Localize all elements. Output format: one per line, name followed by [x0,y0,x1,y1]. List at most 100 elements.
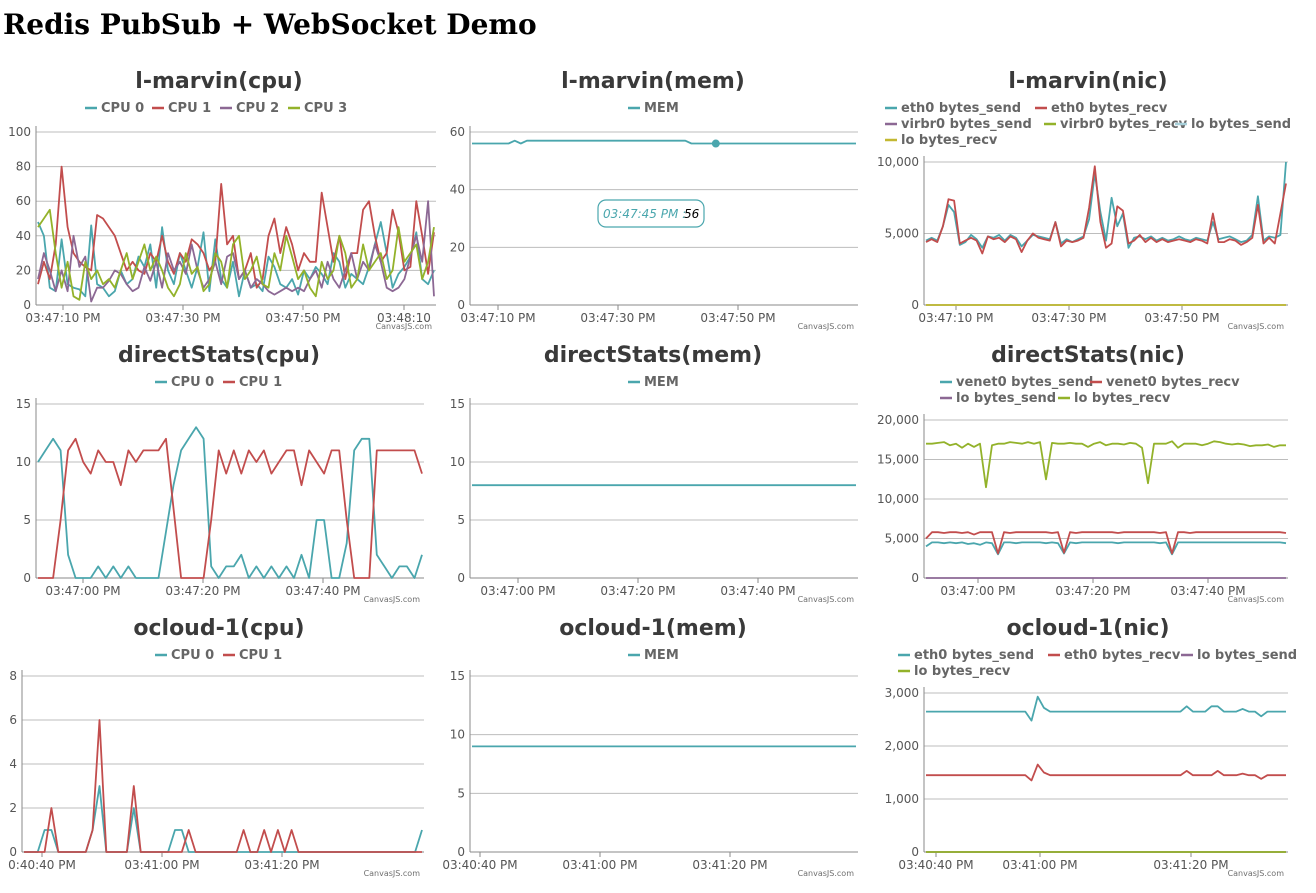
y-tick-label: 5,000 [885,532,919,546]
legend-item-lo-bytes-send[interactable]: lo bytes_send [940,391,1056,406]
x-tick-label: 03:41:20 PM [692,858,767,872]
legend-label: CPU 3 [304,101,347,116]
legend-item-cpu-1[interactable]: CPU 1 [223,648,282,663]
legend-item-cpu-3[interactable]: CPU 3 [288,101,347,116]
x-tick-label: 03:47:20 PM [1055,584,1130,598]
legend-item-virbr0-bytes-recv[interactable]: virbr0 bytes_recv [1044,117,1188,132]
legend-item-cpu-0[interactable]: CPU 0 [155,375,214,390]
legend-item-mem[interactable]: MEM [628,648,679,663]
legend-label: lo bytes_send [956,391,1056,406]
watermark-text: CanvasJS.com [798,595,855,604]
y-tick-label: 10,000 [877,492,919,506]
highlighted-point[interactable] [711,139,720,148]
legend-item-venet0-bytes-send[interactable]: venet0 bytes_send [940,375,1093,390]
y-tick-label: 2 [9,801,17,815]
y-tick-label: 15 [16,397,31,411]
legend-item-mem[interactable]: MEM [628,375,679,390]
series-line-cpu-1[interactable] [38,437,423,579]
y-tick-label: 100 [8,125,31,139]
legend-item-venet0-bytes-recv[interactable]: venet0 bytes_recv [1090,375,1240,390]
legend-label: eth0 bytes_send [914,648,1034,663]
x-tick-label: 03:41:20 PM [244,858,319,872]
x-tick-label: 03:47:50 PM [700,311,775,325]
x-tick-label: 03:41:00 PM [124,858,199,872]
y-tick-label: 10 [16,455,31,469]
series-line-eth0-bytes-recv[interactable] [926,763,1286,782]
y-tick-label: 1,000 [885,792,919,806]
y-tick-label: 5 [457,513,465,527]
series-line-cpu-1[interactable] [24,719,422,853]
legend-label: eth0 bytes_recv [1051,101,1168,116]
y-tick-label: 20 [16,263,31,277]
chart-title: directStats(mem) [544,343,762,368]
legend-item-virbr0-bytes-send[interactable]: virbr0 bytes_send [885,117,1032,132]
x-tick-label: 03:41:00 PM [1002,858,1077,872]
legend-item-cpu-1[interactable]: CPU 1 [152,101,211,116]
series-line-cpu-0[interactable] [24,785,423,853]
legend-label: CPU 0 [101,101,144,116]
tooltip-time: 03:47:45 PM : [603,207,686,221]
y-tick-label: 15 [450,669,465,683]
y-tick-label: 60 [16,194,31,208]
watermark-text: CanvasJS.com [798,869,855,878]
legend-item-lo-bytes-recv[interactable]: lo bytes_recv [1058,391,1171,406]
legend-item-eth0-bytes-send[interactable]: eth0 bytes_send [885,101,1021,116]
y-tick-label: 3,000 [885,686,919,700]
y-tick-label: 10 [450,728,465,742]
series-line-lo-bytes-recv[interactable] [926,440,1286,489]
y-tick-label: 20,000 [877,413,919,427]
y-tick-label: 5 [457,786,465,800]
series-line-eth0-bytes-send[interactable] [925,161,1287,249]
series-line-venet0-bytes-recv[interactable] [925,531,1287,555]
y-tick-label: 0 [457,571,465,585]
legend-item-cpu-0[interactable]: CPU 0 [155,648,214,663]
legend-item-mem[interactable]: MEM [628,101,679,116]
x-tick-label: 03:47:10 PM [460,311,535,325]
y-tick-label: 40 [450,183,465,197]
y-tick-label: 10 [450,455,465,469]
legend-item-eth0-bytes-recv[interactable]: eth0 bytes_recv [1048,648,1181,663]
legend-item-lo-bytes-send[interactable]: lo bytes_send [1181,648,1297,663]
y-tick-label: 80 [16,160,31,174]
legend-item-eth0-bytes-recv[interactable]: eth0 bytes_recv [1035,101,1168,116]
legend-item-cpu-0[interactable]: CPU 0 [85,101,144,116]
x-tick-label: 03:47:10 PM [25,311,100,325]
legend-item-lo-bytes-recv[interactable]: lo bytes_recv [885,133,998,148]
legend-item-cpu-2[interactable]: CPU 2 [220,101,279,116]
legend-label: CPU 2 [236,101,279,116]
series-line-cpu-1[interactable] [37,165,435,289]
series-line-cpu-0[interactable] [37,426,423,579]
legend-label: MEM [644,648,679,663]
series-line-eth0-bytes-recv[interactable] [925,165,1287,255]
series-line-mem[interactable] [472,139,856,145]
legend-label: CPU 0 [171,375,214,390]
y-tick-label: 5,000 [885,227,919,241]
legend-item-lo-bytes-recv[interactable]: lo bytes_recv [898,664,1011,679]
y-tick-label: 0 [23,298,31,312]
y-tick-label: 15,000 [877,453,919,467]
y-tick-label: 0 [9,845,17,859]
chart-l-marvin-nic[interactable]: l-marvin(nic) eth0 bytes_send eth0 bytes_r… [868,62,1308,332]
legend-item-cpu-1[interactable]: CPU 1 [223,375,282,390]
series-line-venet0-bytes-send[interactable] [925,541,1287,556]
legend-item-lo-bytes-send[interactable]: lo bytes_send [1175,117,1291,132]
series-line-eth0-bytes-send[interactable] [926,695,1286,722]
chart-title: l-marvin(nic) [1008,69,1167,94]
y-tick-label: 0 [911,845,919,859]
x-tick-label: 03:41:20 PM [1153,858,1228,872]
legend-item-eth0-bytes-send[interactable]: eth0 bytes_send [898,648,1034,663]
legend-label: MEM [644,375,679,390]
y-tick-label: 5 [23,513,31,527]
series-line-cpu-3[interactable] [37,208,435,301]
legend-label: lo bytes_send [1197,648,1297,663]
x-tick-label: 03:47:10 PM [918,311,993,325]
x-tick-label: 03:47:40 PM [285,584,360,598]
